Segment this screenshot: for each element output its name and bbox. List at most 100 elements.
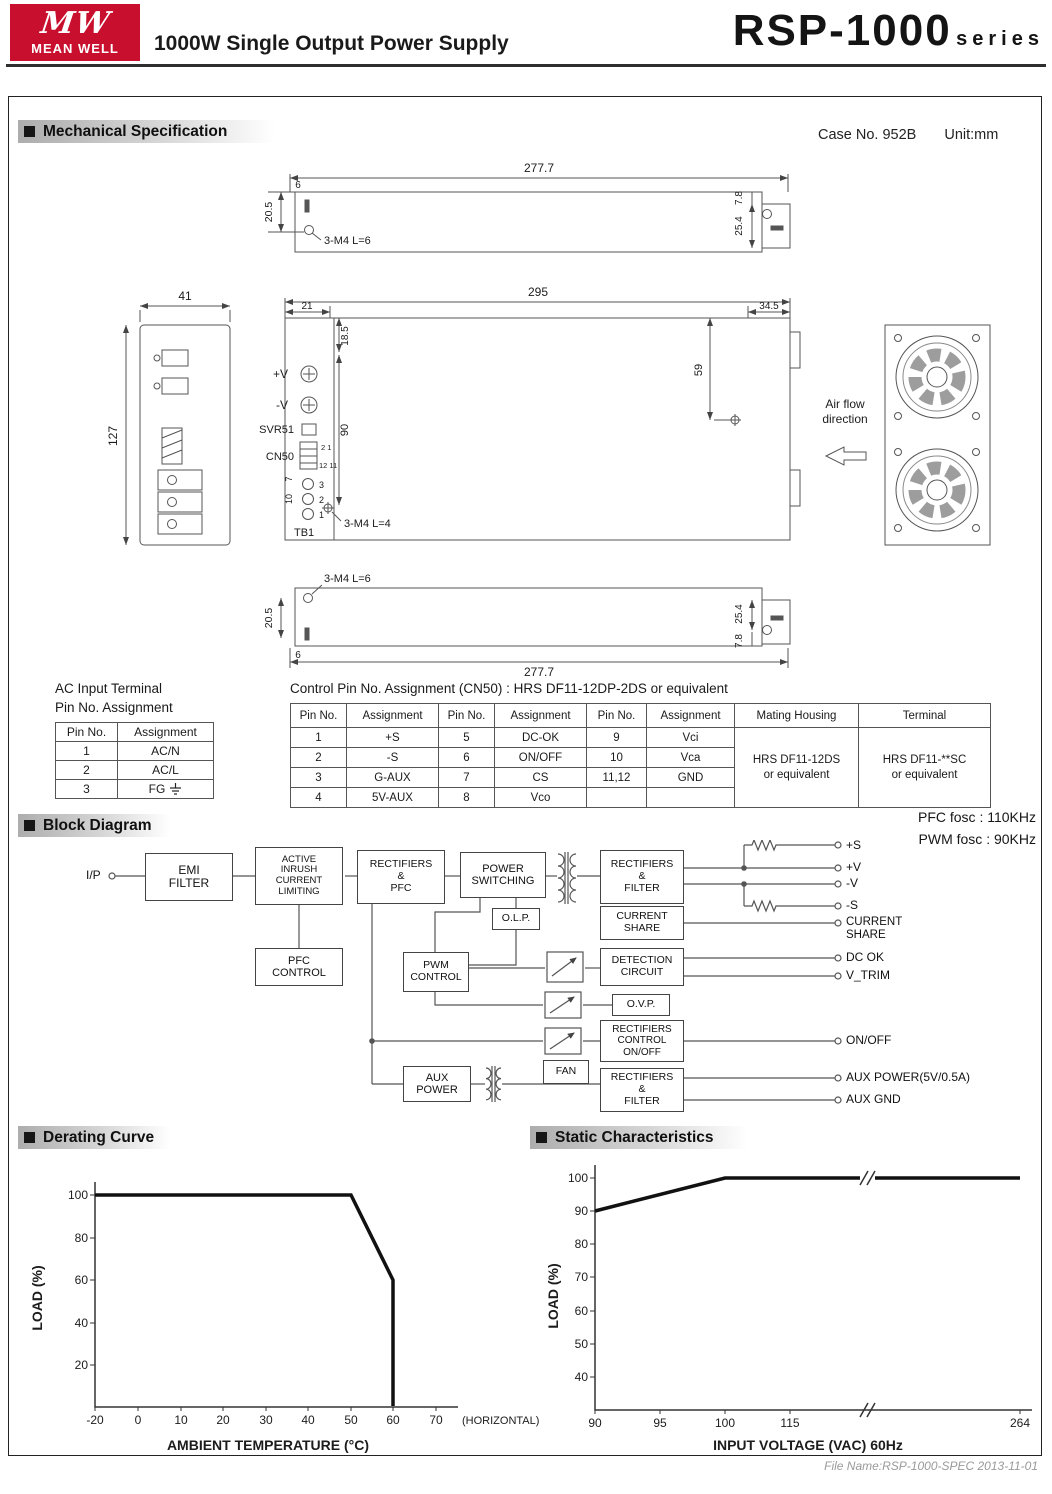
cn50-pins-bottom: 12 11 (319, 461, 337, 470)
static-xtick: 100 (715, 1416, 735, 1430)
static-curve-line (594, 1176, 860, 1213)
ac-table-title-2: Pin No. Assignment (55, 700, 173, 715)
cn50-cell: G-AUX (346, 767, 439, 788)
block-box-pfc-control: PFC CONTROL (255, 948, 343, 986)
cn50-col-terminal: Terminal (858, 703, 991, 728)
derating-curve-line (95, 1193, 395, 1406)
derating-xtick: 30 (259, 1413, 273, 1427)
section-mechanical-title: Mechanical Specification (43, 122, 228, 140)
pfc-fosc-label: PFC fosc : 110KHz (917, 809, 1036, 825)
case-number: Case No. 952B (818, 127, 917, 143)
mech-side-view (123, 303, 231, 546)
cn50-col-mating: Mating Housing (734, 703, 859, 728)
dim-side-41: 41 (178, 289, 192, 303)
cn50-col: Pin No. (438, 703, 495, 728)
output-dc-ok: DC OK (846, 950, 885, 964)
cn50-cell: 11,12 (586, 767, 647, 788)
mech-top-view (268, 174, 791, 253)
derating-xtick: 40 (301, 1413, 315, 1427)
cn50-table: Pin No. Assignment Pin No. Assignment Pi… (290, 703, 991, 808)
cn50-cell (646, 787, 735, 808)
logo-brand-name: MEAN WELL (31, 41, 119, 56)
static-ytick: 70 (575, 1270, 589, 1284)
series-suffix: series (956, 28, 1044, 50)
ac-assignment: AC/N (117, 741, 214, 761)
dim-front-59: 59 (693, 364, 705, 376)
cn50-label: CN50 (266, 451, 294, 463)
cn50-col: Assignment (494, 703, 587, 728)
mechanical-drawing: 277.7 6 20.5 7.8 25.4 3-M4 L=6 (106, 161, 991, 679)
section-bullet-icon (24, 1132, 35, 1143)
block-box-pwm-control: PWM CONTROL (403, 952, 469, 992)
cn50-cell: Vca (646, 747, 735, 768)
output-aux-power: AUX POWER(5V/0.5A) (846, 1070, 971, 1084)
tb-pin-3: 3 (319, 480, 324, 490)
ac-pin: 1 (55, 741, 118, 761)
output-s-plus: +S (846, 838, 862, 852)
dim-bottom-25-4: 25.4 (734, 604, 745, 624)
dim-front-18-5: 18.5 (340, 326, 351, 346)
table-row: 3 FG (55, 779, 214, 799)
mech-bottom-view (278, 584, 791, 668)
screw-label-top: 3-M4 L=6 (324, 235, 371, 247)
cn50-cell (586, 787, 647, 808)
footer-filename: File Name:RSP-1000-SPEC 2013-11-01 (824, 1459, 1038, 1473)
cn50-cell: 5 (438, 727, 495, 748)
dim-top-7-8: 7.8 (734, 191, 745, 205)
dim-side-127: 127 (106, 426, 120, 446)
header-rule (6, 64, 1046, 67)
derating-xtick: 0 (135, 1413, 142, 1427)
block-box-emi-filter: EMI FILTER (145, 853, 233, 901)
airflow-arrow-icon (824, 446, 867, 466)
table-row: 2 AC/L (55, 760, 214, 780)
derating-chart-ticks (90, 1194, 437, 1411)
dim-front-34-5: 34.5 (759, 301, 779, 312)
cn50-pins-top: 2 1 (321, 443, 331, 452)
table-row: 1 +S 5 DC-OK 9 Vci HRS DF11-12DS or equi… (290, 727, 991, 808)
block-box-rectifiers-control: RECTIFIERS CONTROL ON/OFF (600, 1020, 684, 1062)
cn50-cell: ON/OFF (494, 747, 587, 768)
block-box-power-switching: POWER SWITCHING (460, 852, 546, 898)
section-static-title: Static Characteristics (555, 1128, 714, 1146)
dim-bottom-6: 6 (295, 650, 301, 661)
static-chart-ticks (590, 1170, 1021, 1418)
output-s-minus: -S (846, 898, 858, 912)
cn50-cell: GND (646, 767, 735, 788)
dim-bottom-width: 277.7 (524, 665, 554, 679)
derating-xlabel: AMBIENT TEMPERATURE (°C) (167, 1437, 369, 1453)
screw-label-front: 3-M4 L=4 (344, 518, 391, 530)
section-derating-heading: Derating Curve (18, 1126, 170, 1149)
derating-chart-axes (94, 1182, 458, 1408)
table-row: 4 5V-AUX 8 Vco (290, 787, 991, 808)
static-ytick: 50 (575, 1337, 589, 1351)
cn50-col: Pin No. (290, 703, 347, 728)
logo-mw-icon: MW (38, 6, 112, 41)
cn50-cell: 9 (586, 727, 647, 748)
static-ytick: 60 (575, 1304, 589, 1318)
terminal-vplus-label: +V (273, 367, 288, 381)
output-aux-gnd: AUX GND (846, 1092, 901, 1106)
dim-front-7: 7 (284, 476, 294, 481)
block-diagram-wiring (108, 840, 842, 1104)
static-ytick: 100 (568, 1171, 588, 1185)
derating-xtick: 70 (429, 1413, 443, 1427)
derating-ytick: 100 (68, 1188, 88, 1202)
content-frame (8, 96, 1042, 1456)
section-static-heading: Static Characteristics (530, 1126, 748, 1149)
static-xlabel: INPUT VOLTAGE (VAC) 60Hz (713, 1437, 903, 1453)
svr51-label: SVR51 (259, 424, 294, 436)
block-box-rectifiers-filter-1: RECTIFIERS & FILTER (600, 850, 684, 904)
section-bullet-icon (536, 1132, 547, 1143)
section-derating-title: Derating Curve (43, 1128, 155, 1146)
ac-assignment: AC/L (117, 760, 214, 780)
ac-col-assignment: Assignment (117, 722, 214, 742)
series-name: RSP-1000 (732, 6, 952, 55)
derating-ytick: 40 (75, 1316, 89, 1330)
derating-xtick: 50 (344, 1413, 358, 1427)
series-title: RSP-1000 series (733, 6, 1044, 56)
cn50-cell: 3 (290, 767, 347, 788)
screw-label-bottom: 3-M4 L=6 (324, 573, 371, 585)
cn50-cell: 1 (290, 727, 347, 748)
cn50-col: Pin No. (586, 703, 647, 728)
case-info: Case No. 952B Unit:mm (818, 127, 998, 143)
